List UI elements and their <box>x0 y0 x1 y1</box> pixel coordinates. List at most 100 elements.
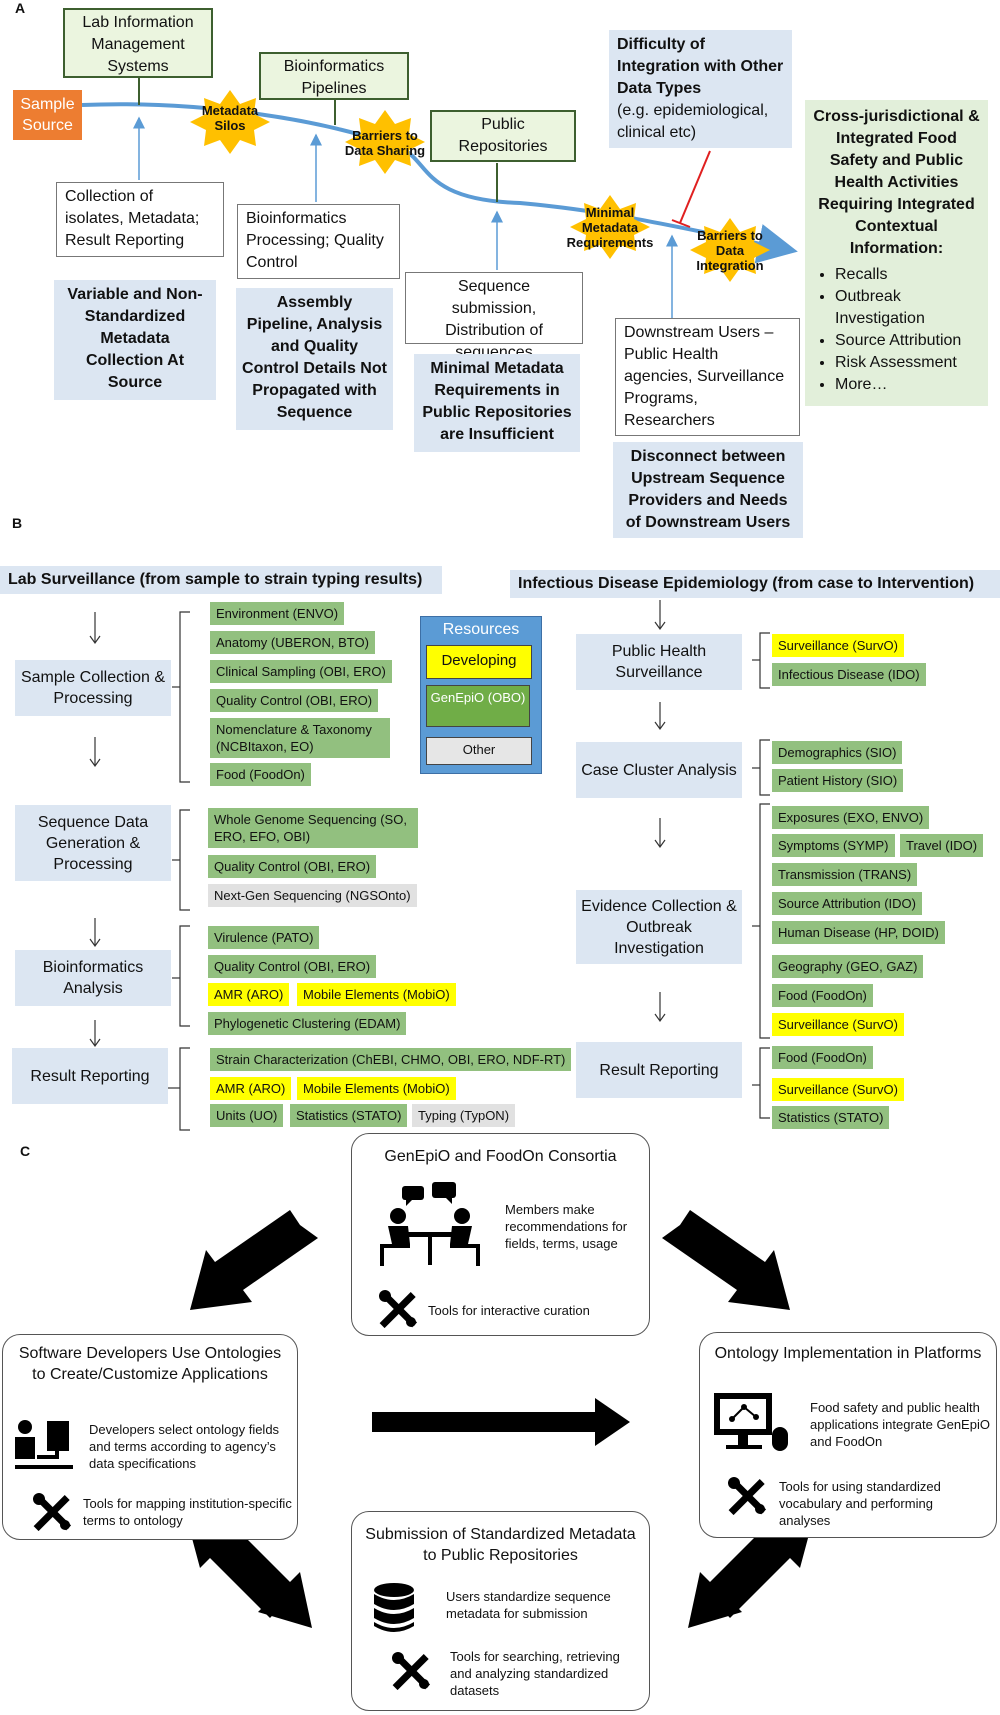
pipelines-box: Bioinformatics Pipelines <box>259 52 409 100</box>
submission-box-c: Submission of Standardized Metadata to P… <box>351 1511 650 1711</box>
monitor-icon <box>714 1393 788 1451</box>
tag-statistics: Statistics (STATO) <box>772 1106 890 1129</box>
tag-infectious-disease: Infectious Disease (IDO) <box>772 663 926 686</box>
tag-amr: AMR (ARO) <box>208 983 290 1006</box>
tag-quality-control: Quality Control (OBI, ERO) <box>210 689 379 712</box>
tag-source-attribution: Source Attribution (IDO) <box>772 892 922 915</box>
cross-jurisdictional-box: Cross-jurisdictional & Integrated Food S… <box>805 100 988 406</box>
arrow-to-developers <box>190 1210 318 1310</box>
tag-phylogenetic: Phylogenetic Clustering (EDAM) <box>208 1012 407 1035</box>
arrow-submission-left-down <box>208 1522 312 1628</box>
downstream-box: Downstream Users – Public Health agencie… <box>615 318 800 436</box>
tools-icon <box>33 1493 71 1531</box>
tag-symptoms: Symptoms (SYMP) <box>772 834 895 857</box>
burst-sharing <box>345 110 425 174</box>
cross-item: Risk Assessment <box>835 352 980 374</box>
developers-title: Software Developers Use Ontologies to Cr… <box>18 1345 282 1383</box>
lims-box: Lab Information Management Systems <box>63 8 213 78</box>
cross-item: Outbreak Investigation <box>835 286 980 330</box>
consortia-tools: Tools for interactive curation <box>428 1303 590 1318</box>
collection-box: Collection of isolates, Metadata; Result… <box>56 182 224 257</box>
developers-text: Developers select ontology fields and te… <box>89 1422 280 1471</box>
cross-list: Recalls Outbreak Investigation Source At… <box>813 264 980 396</box>
tag-patient-history: Patient History (SIO) <box>772 769 904 792</box>
tag-strain-characterization: Strain Characterization (ChEBI, CHMO, OB… <box>210 1048 572 1071</box>
submission-title: Submission of Standardized Metadata to P… <box>365 1526 636 1564</box>
cross-item: Source Attribution <box>835 330 980 352</box>
panel-a-letter: A <box>15 0 26 16</box>
tag-anatomy: Anatomy (UBERON, BTO) <box>210 631 375 654</box>
tag-surveillance: Surveillance (SurvO) <box>772 1078 904 1101</box>
label-barriers-sharing: Barriers to Data Sharing <box>344 128 426 158</box>
difficulty-sub: (e.g. epidemiological, clinical etc) <box>617 102 769 141</box>
tag-food: Food (FoodOn) <box>772 1046 873 1069</box>
label-metadata-silos: Metadata Silos <box>201 103 259 133</box>
label-barriers-integration: Barriers to Data Integration <box>696 228 764 273</box>
tools-icon <box>379 1290 417 1328</box>
epi-step-cluster: Case Cluster Analysis <box>576 742 742 798</box>
tag-mobile-elements: Mobile Elements (MobiO) <box>297 1077 456 1100</box>
tag-geography: Geography (GEO, GAZ) <box>772 955 924 978</box>
burst-integration <box>690 218 770 282</box>
epi-step-evidence: Evidence Collection & Outbreak Investiga… <box>576 890 742 964</box>
lab-step-sample: Sample Collection & Processing <box>15 660 171 716</box>
epi-header: Infectious Disease Epidemiology (from ca… <box>510 570 1000 598</box>
legend-genepio: GenEpiO (OBO) <box>426 685 530 727</box>
consortia-box: GenEpiO and FoodOn Consortia Members mak… <box>351 1133 650 1336</box>
developers-box: Software Developers Use Ontologies to Cr… <box>2 1334 298 1540</box>
legend-other: Other <box>426 737 532 765</box>
tag-units: Units (UO) <box>210 1104 284 1127</box>
developers-tools: Tools for mapping institution-specific t… <box>83 1496 292 1528</box>
tag-surveillance: Surveillance (SurvO) <box>772 634 904 657</box>
difficulty-head: Difficulty of Integration with Other Dat… <box>617 36 784 97</box>
tag-typing: Typing (TypON) <box>412 1104 516 1127</box>
tag-transmission: Transmission (TRANS) <box>772 863 918 886</box>
arrow-to-implementation <box>662 1210 790 1310</box>
tag-demographics: Demographics (SIO) <box>772 741 903 764</box>
label-minimal-metadata: Minimal Metadata Requirements <box>566 205 654 250</box>
epi-step-result: Result Reporting <box>576 1042 742 1098</box>
assembly-box: Assembly Pipeline, Analysis and Quality … <box>236 288 393 430</box>
tag-food: Food (FoodOn) <box>210 763 311 786</box>
arrow-submission-right-down <box>688 1522 792 1628</box>
cross-item: Recalls <box>835 264 980 286</box>
tag-surveillance: Surveillance (SurvO) <box>772 1013 904 1036</box>
tools-icon <box>728 1477 766 1515</box>
consortia-title: GenEpiO and FoodOn Consortia <box>384 1148 617 1165</box>
resources-legend: Resources Developing GenEpiO (OBO) Other <box>420 616 542 774</box>
implementation-text: Food safety and public health applicatio… <box>810 1400 990 1449</box>
developer-icon <box>15 1420 73 1469</box>
tag-wgs: Whole Genome Sequencing (SO, ERO, EFO, O… <box>208 808 418 848</box>
tag-amr: AMR (ARO) <box>210 1077 292 1100</box>
burst-silos <box>190 90 270 154</box>
tag-statistics: Statistics (STATO) <box>290 1104 408 1127</box>
tag-nomenclature: Nomenclature & Taxonomy (NCBItaxon, EO) <box>210 718 390 758</box>
tag-food: Food (FoodOn) <box>772 984 873 1007</box>
legend-developing: Developing <box>426 645 532 679</box>
tag-clinical-sampling: Clinical Sampling (OBI, ERO) <box>210 660 392 683</box>
repositories-box: Public Repositories <box>430 110 576 162</box>
tag-virulence: Virulence (PATO) <box>208 926 320 949</box>
tag-mobile-elements: Mobile Elements (MobiO) <box>297 983 456 1006</box>
tag-human-disease: Human Disease (HP, DOID) <box>772 921 945 944</box>
cross-head: Cross-jurisdictional & Integrated Food S… <box>813 108 980 257</box>
panel-c-letter: C <box>20 1143 31 1159</box>
minimal-insufficient-box: Minimal Metadata Requirements in Public … <box>414 354 580 452</box>
implementation-title: Ontology Implementation in Platforms <box>714 1345 982 1362</box>
resources-title: Resources <box>442 621 520 638</box>
tag-environment: Environment (ENVO) <box>210 602 345 625</box>
sample-source-box: Sample Source <box>13 90 82 140</box>
processing-box: Bioinformatics Processing; Quality Contr… <box>237 204 400 279</box>
submission-text: Users standardize sequence metadata for … <box>446 1589 611 1621</box>
lab-step-sequence: Sequence Data Generation & Processing <box>15 805 171 881</box>
lab-step-bioinformatics: Bioinformatics Analysis <box>15 950 171 1006</box>
lab-surveillance-header: Lab Surveillance (from sample to strain … <box>0 566 442 594</box>
database-icon <box>374 1583 414 1632</box>
meeting-icon <box>380 1182 480 1266</box>
submission-tools: Tools for searching, retrieving and anal… <box>450 1649 620 1698</box>
panel-b-connectors <box>89 600 770 1131</box>
implementation-tools: Tools for using standardized vocabulary … <box>779 1479 941 1528</box>
arrow-dev-to-impl <box>372 1398 630 1446</box>
consortia-text: Members make recommendations for fields,… <box>505 1202 628 1251</box>
tag-quality-control: Quality Control (OBI, ERO) <box>208 855 377 878</box>
